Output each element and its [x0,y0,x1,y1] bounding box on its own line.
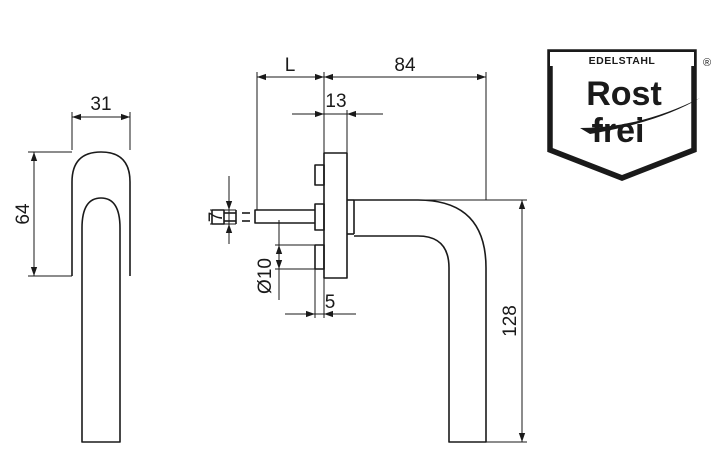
dim-13-label: 13 [325,91,346,112]
dim-10-label: Ø10 [255,258,276,294]
spindle [254,209,315,224]
dim-7-label: 7 [206,212,227,223]
registered-mark: ® [703,57,711,69]
dim-84-label: 84 [394,55,416,76]
swoosh-icon [580,98,700,134]
logo-line-1: Rost [586,75,662,113]
dim-128-label: 128 [500,305,521,337]
dim-31-label: 31 [90,94,111,115]
side-view: L 84 13 7 Ø10 5 128 [206,55,527,443]
dim-L-label: L [285,55,296,76]
front-view: 31 64 [13,94,131,443]
dim-64-label: 64 [13,203,34,225]
dim-5-label: 5 [325,292,336,313]
rose-plate [323,152,348,279]
lever-side [354,199,487,443]
rostfrei-logo: EDELSTAHL Rost frei ® [547,49,711,181]
logo-top-text: EDELSTAHL [589,55,656,67]
